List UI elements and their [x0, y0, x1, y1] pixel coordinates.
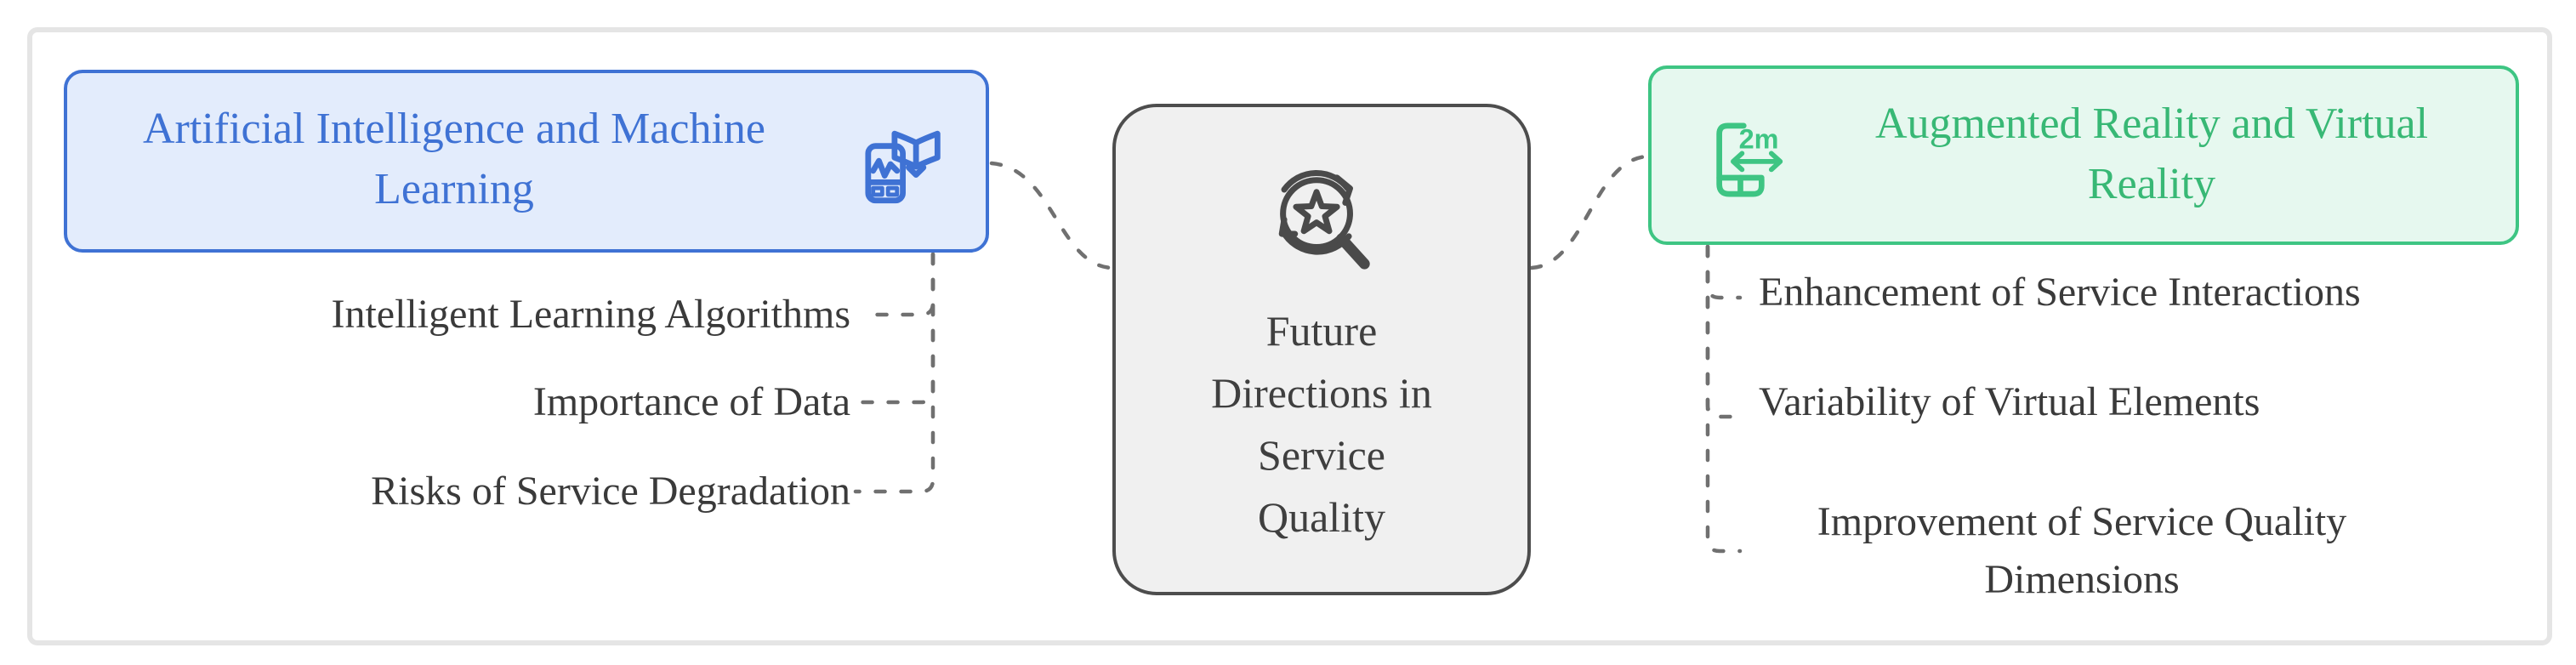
branch-title-ar-vr-line1: Augmented Reality and Virtual	[1874, 99, 2429, 148]
edge-ai-child-3	[853, 252, 935, 494]
edge-center-to-ar	[1529, 154, 1649, 270]
ar-child3-line1: Improvement of Service Quality	[1817, 499, 2347, 544]
phone-analytics-book-icon	[864, 126, 947, 205]
edge-ai-child-2	[859, 252, 935, 405]
branch-node-ai-ml: Artificial Intelligence and Machine Lear…	[64, 70, 989, 253]
edge-ai-child-1	[862, 252, 935, 317]
ar-child-variability-of-virtual-elements: Variability of Virtual Elements	[1759, 379, 2260, 424]
edge-ar-child-2	[1705, 244, 1743, 419]
ar-child3-line2: Dimensions	[1984, 557, 2180, 602]
ar-child-improvement-of-service-quality-dimensions: Improvement of Service Quality Dimension…	[1759, 493, 2405, 609]
ai-child-intelligent-learning-algorithms: Intelligent Learning Algorithms	[331, 292, 850, 337]
branch-title-ar-vr: Augmented Reality and Virtual Reality	[1809, 94, 2494, 214]
center-title-line2: Directions in	[1211, 369, 1432, 417]
edge-ar-child-1	[1705, 244, 1743, 300]
ar-child-enhancement-of-service-interactions: Enhancement of Service Interactions	[1759, 270, 2361, 315]
branch-title-ar-vr-line2: Reality	[2087, 160, 2216, 208]
center-title-line3: Service	[1258, 431, 1385, 479]
search-star-refresh-icon	[1264, 163, 1384, 287]
ar-measure-phone-icon: 2m	[1713, 121, 1786, 198]
center-title-line4: Quality	[1258, 493, 1385, 541]
ai-child-risks-of-service-degradation: Risks of Service Degradation	[371, 469, 850, 514]
ai-child-importance-of-data: Importance of Data	[532, 379, 850, 424]
branch-node-ar-vr: 2m Augmented Reality and Virtual Reality	[1648, 65, 2519, 245]
svg-text:2m: 2m	[1739, 124, 1779, 155]
branch-title-ai-ml: Artificial Intelligence and Machine Lear…	[93, 99, 816, 219]
center-title-line1: Future	[1265, 307, 1378, 355]
center-node: Future Directions in Service Quality	[1112, 104, 1531, 595]
branch-title-ai-ml-line2: Learning	[374, 165, 534, 213]
center-node-title: Future Directions in Service Quality	[1123, 300, 1521, 548]
edge-ar-child-3	[1705, 244, 1743, 554]
branch-title-ai-ml-line1: Artificial Intelligence and Machine	[142, 105, 765, 153]
edge-ai-to-center	[989, 161, 1113, 270]
